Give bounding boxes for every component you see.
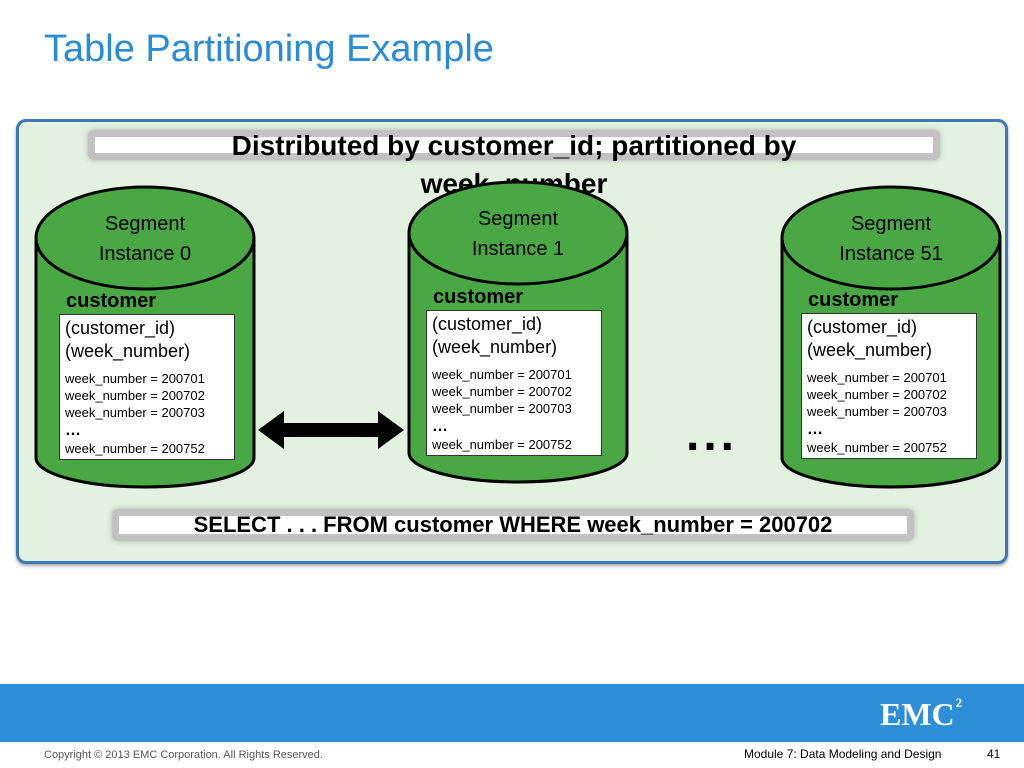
segment-label-line1: Segment	[104, 213, 186, 235]
partition-gap: …	[65, 422, 81, 439]
partition-row: week_number = 200701	[432, 367, 572, 382]
partition-row: week_number = 200702	[65, 388, 205, 403]
query-banner	[112, 509, 914, 541]
table-name: customer	[808, 289, 899, 311]
partition-row: week_number = 200703	[432, 401, 572, 416]
partition-row: week_number = 200703	[807, 404, 947, 419]
segment-label-line2: Instance 0	[98, 243, 192, 265]
partition-table: (customer_id) (week_number) week_number …	[426, 310, 602, 456]
partition-table: (customer_id) (week_number) week_number …	[801, 313, 977, 459]
partition-row: week_number = 200702	[807, 387, 947, 402]
double-arrow-icon	[258, 411, 404, 449]
partition-key: (week_number)	[807, 340, 933, 360]
table-name: customer	[66, 290, 157, 312]
copyright-text: Copyright © 2013 EMC Corporation. All Ri…	[44, 749, 323, 761]
segment-label-line2: Instance 1	[471, 238, 565, 260]
partition-row: week_number = 200701	[65, 371, 205, 386]
segment-label-line1: Segment	[850, 213, 932, 235]
partition-row: week_number = 200702	[432, 384, 572, 399]
page-number: 41	[987, 747, 1001, 761]
partition-key: (week_number)	[65, 341, 191, 361]
partition-key: (week_number)	[432, 337, 558, 357]
distribution-key: (customer_id)	[432, 314, 543, 334]
partition-gap: …	[807, 421, 823, 438]
partition-list: week_number = 200701 week_number = 20070…	[65, 370, 231, 457]
module-name: Module 7: Data Modeling and Design	[744, 747, 942, 761]
partition-row: week_number = 200752	[65, 441, 205, 456]
partition-list: week_number = 200701 week_number = 20070…	[432, 366, 598, 453]
partition-row: week_number = 200703	[65, 405, 205, 420]
heading-banner	[88, 130, 940, 160]
segment-label: Segment Instance 1	[407, 204, 629, 264]
emc-logo: EMC2	[880, 695, 962, 733]
more-segments-ellipsis: ...	[686, 408, 739, 461]
segment-label-line1: Segment	[477, 208, 559, 230]
footer-bar	[0, 684, 1024, 742]
table-name: customer	[433, 286, 524, 308]
distribution-key: (customer_id)	[65, 318, 176, 338]
logo-text: EMC	[880, 696, 955, 732]
partition-gap: …	[432, 418, 448, 435]
slide-title: Table Partitioning Example	[44, 28, 494, 70]
partition-list: week_number = 200701 week_number = 20070…	[807, 369, 973, 456]
segment-label: Segment Instance 51	[780, 209, 1002, 269]
segment-label: Segment Instance 0	[34, 209, 256, 269]
distribution-key: (customer_id)	[807, 317, 918, 337]
logo-superscript: 2	[955, 695, 963, 710]
partition-row: week_number = 200701	[807, 370, 947, 385]
partition-table: (customer_id) (week_number) week_number …	[59, 314, 235, 460]
partition-row: week_number = 200752	[807, 440, 947, 455]
partition-row: week_number = 200752	[432, 437, 572, 452]
sql-query: SELECT . . . FROM customer WHERE week_nu…	[193, 512, 833, 537]
segment-label-line2: Instance 51	[839, 243, 943, 265]
